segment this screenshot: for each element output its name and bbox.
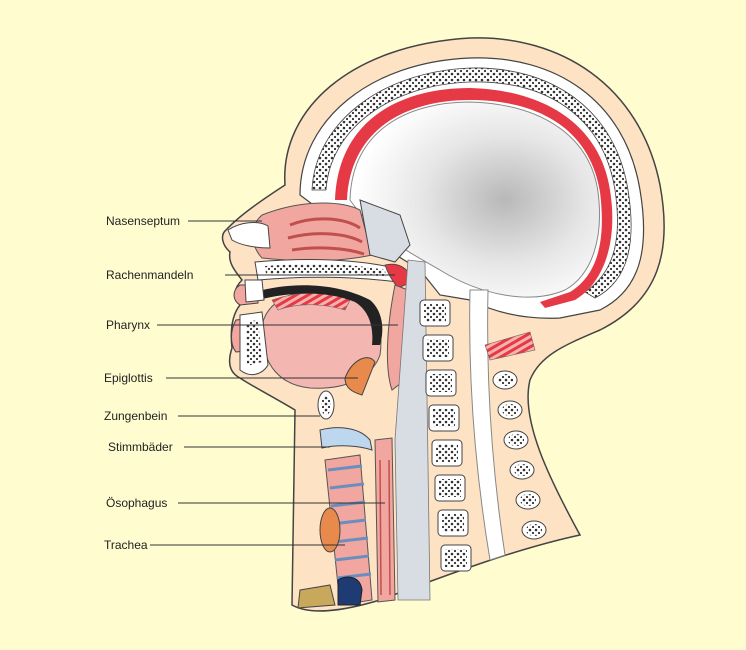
label-stimmbaeder: Stimmbäder [108, 440, 173, 454]
tongue-muscle [271, 292, 351, 311]
neck-muscle [484, 331, 536, 361]
meninges [335, 88, 613, 308]
hyoid-marrow [321, 395, 331, 415]
label-epiglottis: Epiglottis [104, 371, 153, 385]
label-oesophagus: Ösophagus [106, 496, 167, 510]
thyroid-gland [319, 507, 341, 553]
nose-cartilage [227, 222, 271, 249]
sternum [297, 584, 336, 609]
spinous-processes [492, 370, 547, 540]
sphenoid-sinus [359, 199, 411, 263]
palate-marrow [265, 264, 386, 277]
cervical-spine [419, 299, 472, 572]
esophagus [374, 437, 396, 603]
label-nasenseptum: Nasenseptum [106, 214, 180, 228]
label-rachenmandeln: Rachenmandeln [106, 268, 193, 282]
epiglottis [344, 357, 376, 396]
skull-marrow [311, 67, 632, 299]
label-trachea: Trachea [104, 538, 148, 552]
larynx [319, 427, 373, 451]
adenoid [384, 263, 413, 289]
esophagus-wall [379, 459, 391, 596]
trachea [324, 454, 373, 606]
brain [349, 101, 601, 298]
turbinates [287, 217, 365, 256]
vessel [337, 576, 363, 606]
upper-jaw [244, 279, 265, 303]
label-pharynx: Pharynx [106, 318, 150, 332]
label-zungenbein: Zungenbein [104, 409, 167, 423]
prevertebral-tissue [394, 259, 431, 601]
lower-jaw-marrow [246, 320, 262, 366]
oral-cavity-dark [255, 285, 383, 345]
spinal-cord [469, 289, 506, 561]
